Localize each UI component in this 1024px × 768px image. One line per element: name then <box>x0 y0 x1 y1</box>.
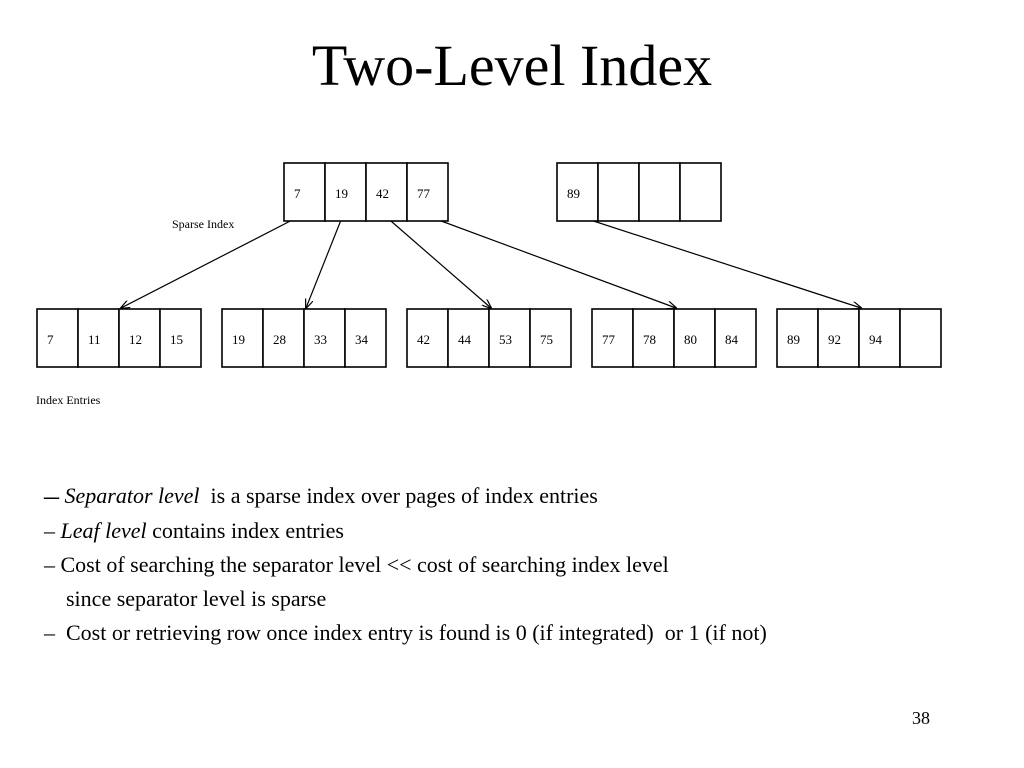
key-value: 42 <box>417 332 430 347</box>
key-cell <box>221 308 264 368</box>
key-cell <box>529 308 572 368</box>
key-value: 75 <box>540 332 553 347</box>
key-value: 53 <box>499 332 512 347</box>
key-value: 33 <box>314 332 327 347</box>
key-cell <box>679 162 722 222</box>
key-value: 77 <box>602 332 616 347</box>
bullet-dash: – <box>44 479 59 512</box>
key-cell <box>597 162 640 222</box>
key-cell <box>488 308 531 368</box>
key-value: 19 <box>335 186 348 201</box>
key-value: 19 <box>232 332 245 347</box>
key-value: 44 <box>458 332 472 347</box>
pointer-arrow <box>121 214 303 308</box>
key-value: 80 <box>684 332 697 347</box>
index-entries-label: Index Entries <box>36 393 101 407</box>
key-cell <box>632 308 675 368</box>
bullet-term: Leaf level <box>60 518 147 543</box>
key-value: 89 <box>787 332 800 347</box>
pointer-arrows <box>121 214 861 308</box>
key-value: 89 <box>567 186 580 201</box>
key-cell <box>406 162 449 222</box>
separator-page: 89 <box>556 162 722 222</box>
key-value: 12 <box>129 332 142 347</box>
bullet-separator-level: – Separator level is a sparse index over… <box>44 478 1004 514</box>
bullet-term: Separator level <box>64 483 200 508</box>
bullet-list: – Separator level is a sparse index over… <box>44 478 1004 650</box>
bullet-text: is a sparse index over pages of index en… <box>199 483 598 508</box>
bullet-search-cost-continuation: since separator level is sparse <box>66 586 327 611</box>
leaf-page: 7 11 12 15 <box>36 308 202 368</box>
separator-level: 7 19 42 77 89 <box>283 162 722 222</box>
page-number: 38 <box>912 708 930 728</box>
key-value: 94 <box>869 332 883 347</box>
key-cell <box>406 308 449 368</box>
separator-page: 7 19 42 77 <box>283 162 449 222</box>
key-cell <box>673 308 716 368</box>
leaf-page: 19 28 33 34 <box>221 308 387 368</box>
leaf-page: 89 92 94 <box>776 308 942 368</box>
leaf-level: 7 11 12 15 19 28 33 34 42 44 53 75 77 78 80 84 89 92 94 <box>36 308 942 368</box>
key-value: 34 <box>355 332 369 347</box>
key-value: 11 <box>88 332 101 347</box>
key-cell <box>344 308 387 368</box>
key-cell <box>118 308 161 368</box>
bullet-dash: – <box>44 518 61 543</box>
pointer-arrow <box>383 214 491 308</box>
key-value: 92 <box>828 332 841 347</box>
key-cell <box>324 162 367 222</box>
key-cell <box>283 162 326 222</box>
pointer-arrow <box>424 214 676 308</box>
key-cell <box>591 308 634 368</box>
pointer-arrow <box>574 214 861 308</box>
pointer-arrow <box>306 214 344 308</box>
key-value: 28 <box>273 332 286 347</box>
key-value: 77 <box>417 186 431 201</box>
key-value: 15 <box>170 332 183 347</box>
bullet-search-cost: – Cost of searching the separator level … <box>44 552 669 577</box>
leaf-page: 77 78 80 84 <box>591 308 757 368</box>
key-cell <box>365 162 408 222</box>
key-cell <box>714 308 757 368</box>
key-value: 7 <box>294 186 301 201</box>
sparse-index-label: Sparse Index <box>172 217 234 231</box>
key-cell <box>159 308 202 368</box>
leaf-page: 42 44 53 75 <box>406 308 572 368</box>
key-cell <box>858 308 901 368</box>
key-value: 42 <box>376 186 389 201</box>
bullet-leaf-level: – Leaf level contains index entries <box>44 514 1004 548</box>
bullet-text: contains index entries <box>146 518 344 543</box>
key-value: 7 <box>47 332 54 347</box>
key-cell <box>262 308 305 368</box>
slide-title: Two-Level Index <box>311 33 713 98</box>
two-level-index-diagram: 7 19 42 77 89 7 11 12 15 19 28 33 34 42 44 53 75 77 78 80 8… <box>36 162 942 407</box>
key-cell <box>776 308 819 368</box>
key-value: 78 <box>643 332 656 347</box>
key-cell <box>36 308 79 368</box>
key-value: 84 <box>725 332 739 347</box>
key-cell <box>899 308 942 368</box>
key-cell <box>447 308 490 368</box>
bullet-retrieval-cost: – Cost or retrieving row once index entr… <box>44 620 767 645</box>
key-cell <box>638 162 681 222</box>
